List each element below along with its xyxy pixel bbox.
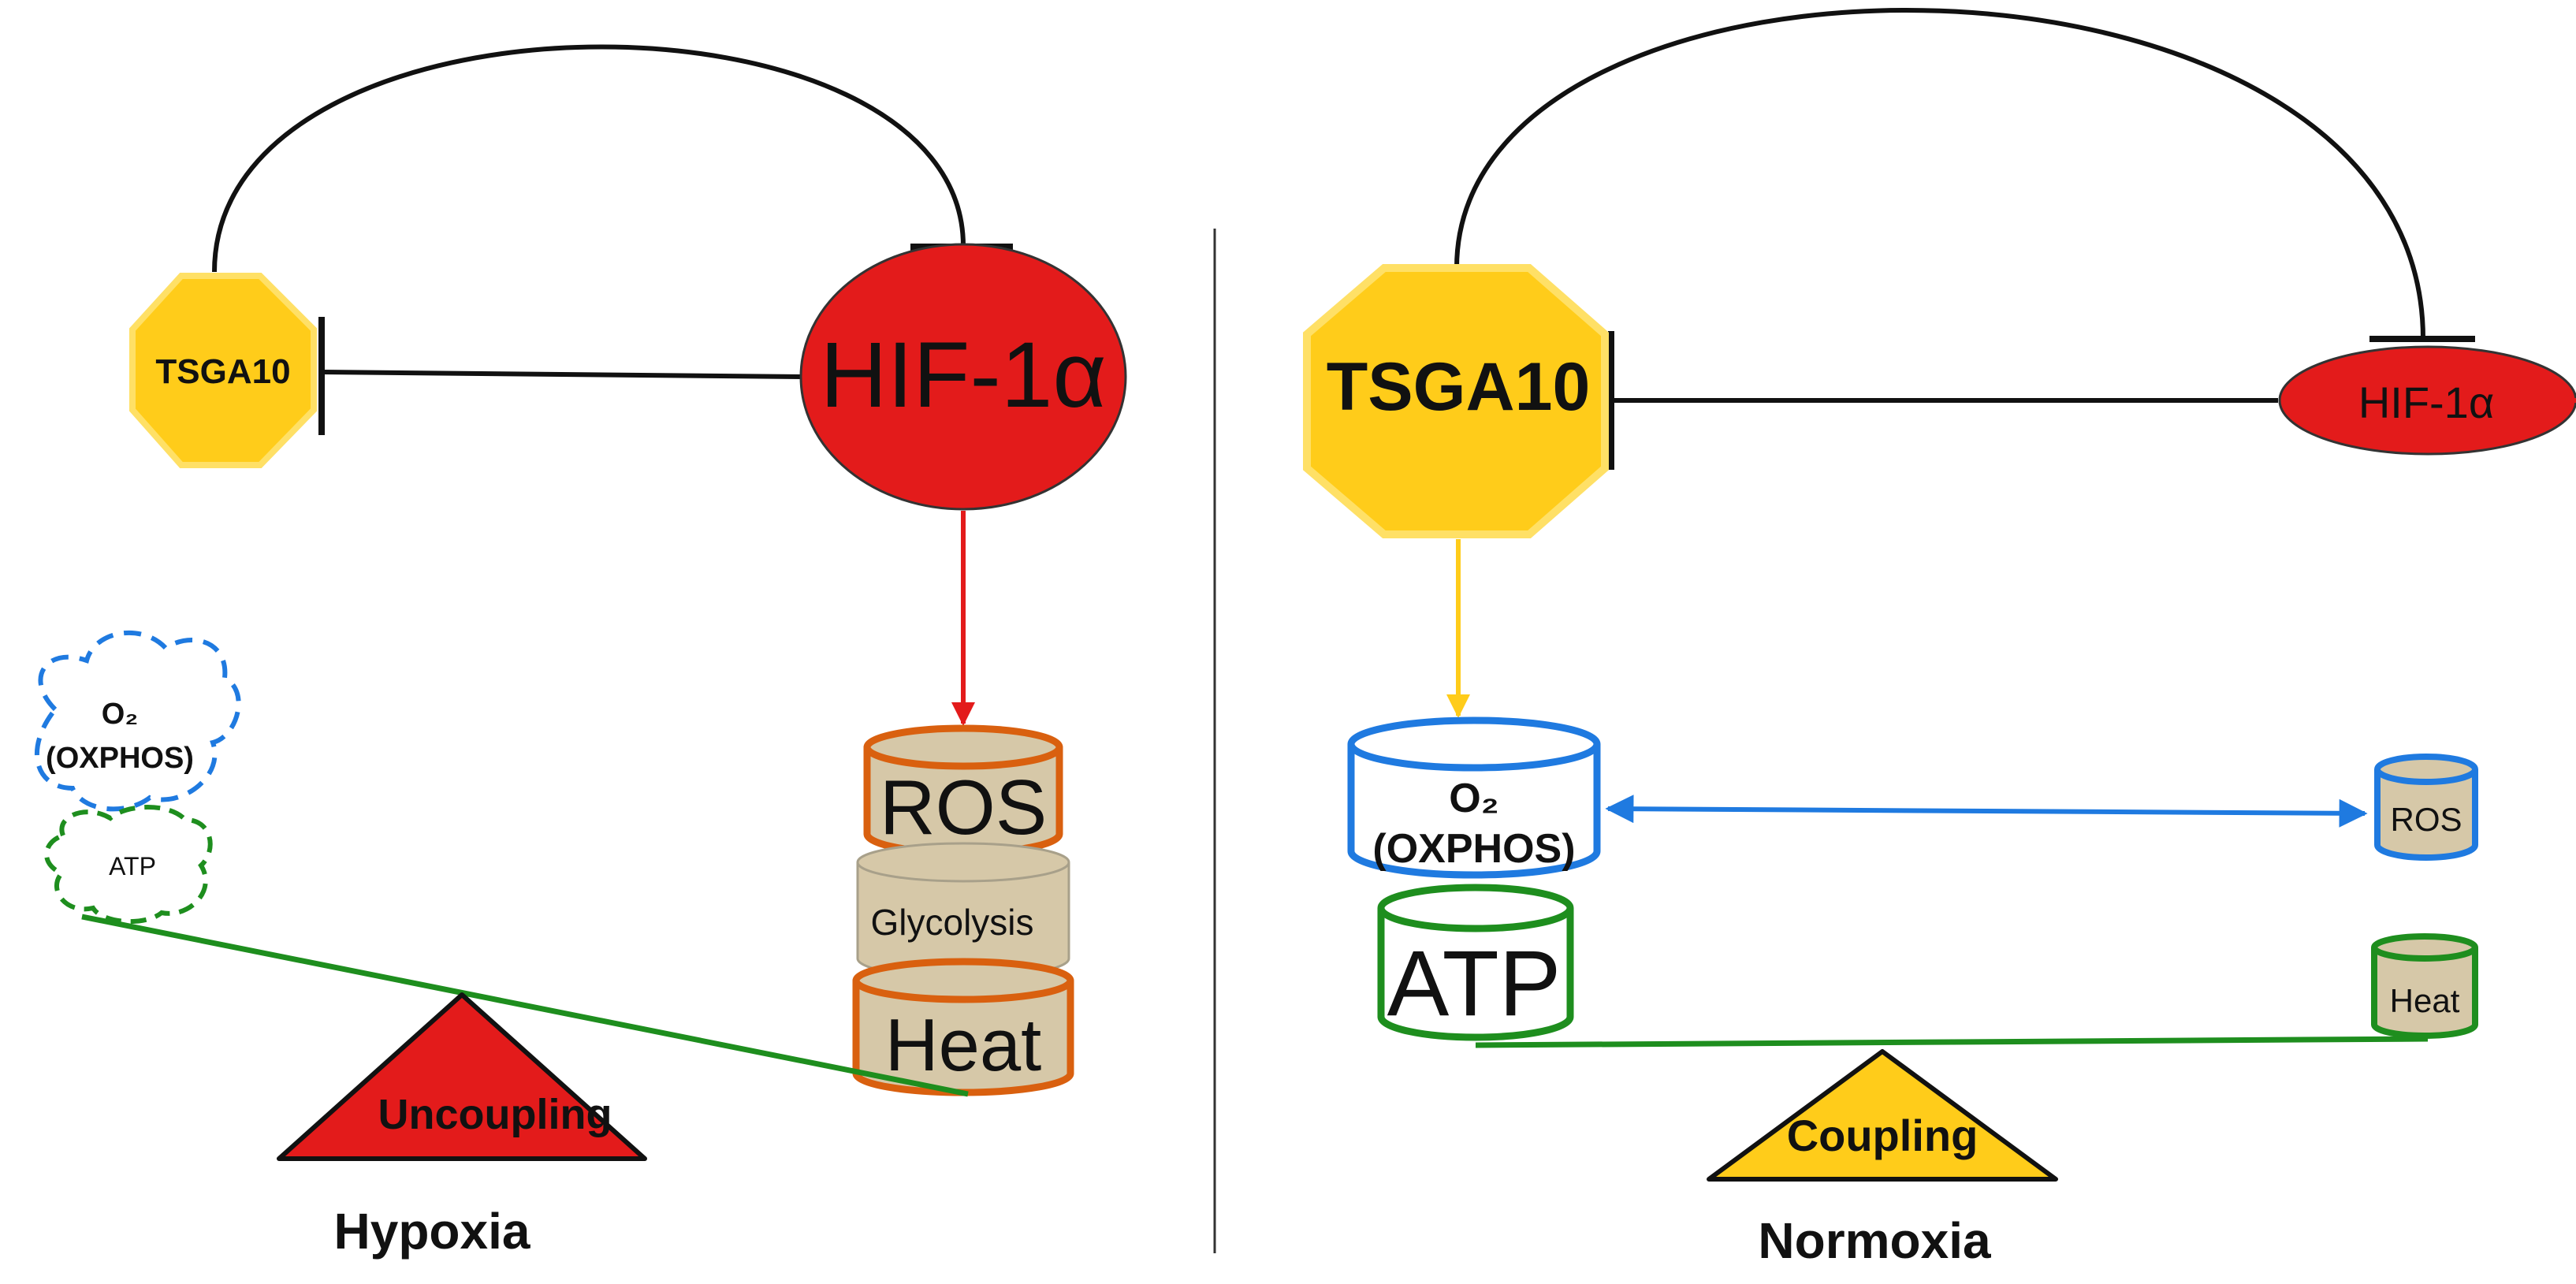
normoxia-feedback-arc [1454,7,2425,340]
normoxia-panel: TSGA10 HIF-1α O₂ (OXPHOS) ROS ATP [1303,7,2576,1269]
normoxia-coupling-triangle [1707,1049,2058,1182]
normoxia-ros-label: ROS [2390,801,2462,838]
normoxia-tsga10-octagon [1303,264,1609,538]
hypoxia-oxphos-cloud: O₂ (OXPHOS) [34,630,241,812]
hypoxia-panel: TSGA10 HIF-1α ROS Glycolysis Heat [34,44,1127,1260]
normoxia-atp-cylinder: ATP [1377,884,1574,1041]
hypoxia-heat-cylinder: Heat [852,958,1074,1096]
hypoxia-atp-cloud: ATP [44,805,213,925]
normoxia-heat-label: Heat [2390,982,2460,1019]
hypoxia-feedback-arc [212,44,966,273]
normoxia-tsga10-label: TSGA10 [1327,349,1591,425]
normoxia-coupling-label: Coupling [1787,1111,1979,1160]
hypoxia-ros-cylinder: ROS [863,724,1063,857]
normoxia-oxphos-label: (OXPHOS) [1372,826,1575,872]
hypoxia-uncoupling-label: Uncoupling [378,1091,612,1138]
normoxia-seesaw-beam [1475,1036,2429,1048]
normoxia-ros-cylinder: ROS [2374,754,2478,861]
hypoxia-inhibition-line [322,370,805,379]
normoxia-o2-label: O₂ [1449,776,1499,821]
normoxia-hif-ellipse [2278,345,2576,456]
hypoxia-tsga10-label: TSGA10 [155,352,290,391]
hypoxia-hif-label: HIF-1α [820,323,1106,427]
hypoxia-o2-label: O₂ [102,698,138,731]
hypoxia-heat-label: Heat [885,1003,1042,1086]
normoxia-oxphos-cylinder: O₂ (OXPHOS) [1347,716,1601,879]
hypoxia-glycolysis-label: Glycolysis [870,902,1033,943]
normoxia-heat-cylinder: Heat [2371,933,2478,1039]
normoxia-condition-label: Normoxia [1758,1212,1991,1269]
hypoxia-uncoupling-triangle [277,992,647,1161]
hypoxia-tsga10-octagon [129,273,317,468]
hypoxia-hif-circle [799,243,1127,511]
hypoxia-atp-label: ATP [109,852,156,880]
normoxia-hif-label: HIF-1α [2358,378,2494,427]
normoxia-atp-label: ATP [1387,932,1562,1036]
hypoxia-oxphos-label: (OXPHOS) [46,742,194,775]
hypoxia-condition-label: Hypoxia [334,1203,530,1260]
hypoxia-ros-label: ROS [880,764,1047,850]
hypoxia-glycolysis-cylinder: Glycolysis [856,842,1070,979]
normoxia-blue-double-arrow [1605,795,2368,828]
hypoxia-seesaw-beam [81,914,969,1097]
